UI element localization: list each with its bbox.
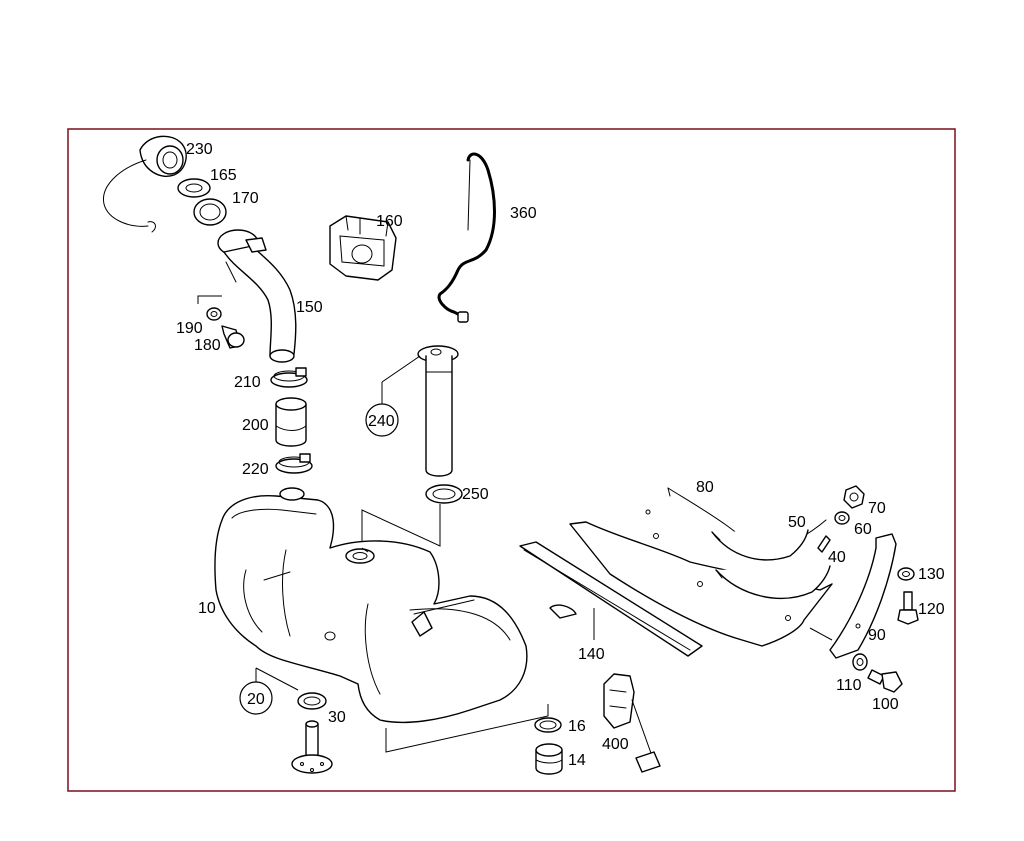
label-360: 360 xyxy=(510,205,537,222)
fuel-cap-230[interactable] xyxy=(103,135,187,233)
fitting-40[interactable] xyxy=(817,535,831,553)
label-16: 16 xyxy=(568,718,586,735)
ring-170[interactable] xyxy=(193,198,227,226)
plug-14[interactable] xyxy=(535,743,563,775)
bubble-240 xyxy=(365,403,399,437)
leader-80 xyxy=(809,627,833,641)
label-170: 170 xyxy=(232,190,259,207)
label-140: 140 xyxy=(578,646,605,663)
washer-110[interactable] xyxy=(852,653,868,671)
strap-140[interactable] xyxy=(519,541,703,657)
diagram-frame xyxy=(67,128,956,792)
hose-clamp-220[interactable] xyxy=(275,453,313,474)
washer-130[interactable] xyxy=(897,567,915,581)
label-70: 70 xyxy=(868,500,886,517)
seal-30[interactable] xyxy=(297,692,327,710)
bracket-160[interactable] xyxy=(329,215,397,281)
label-180: 180 xyxy=(194,337,221,354)
label-160: 160 xyxy=(376,213,403,230)
fuel-sender-240[interactable] xyxy=(417,345,459,477)
label-60: 60 xyxy=(854,521,872,538)
label-230: 230 xyxy=(186,141,213,158)
label-130: 130 xyxy=(918,566,945,583)
label-400: 400 xyxy=(602,736,629,753)
label-220: 220 xyxy=(242,461,269,478)
leader-tank-hole xyxy=(361,547,369,553)
bracket-50[interactable] xyxy=(711,529,831,599)
label-50: 50 xyxy=(788,514,806,531)
fuel-line-360[interactable] xyxy=(437,152,496,323)
seal-165[interactable] xyxy=(177,178,211,198)
bolt-100[interactable] xyxy=(867,669,903,693)
leader-250 xyxy=(361,504,441,548)
bubble-20 xyxy=(239,681,273,715)
label-210: 210 xyxy=(234,374,261,391)
label-190: 190 xyxy=(176,320,203,337)
leader-190 xyxy=(197,295,222,304)
seal-16[interactable] xyxy=(534,717,562,733)
label-200: 200 xyxy=(242,417,269,434)
label-30: 30 xyxy=(328,709,346,726)
label-150: 150 xyxy=(296,299,323,316)
washer-190[interactable] xyxy=(206,307,222,321)
label-80: 80 xyxy=(696,479,714,496)
label-240: 240 xyxy=(368,413,395,430)
label-250: 250 xyxy=(462,486,489,503)
label-110: 110 xyxy=(836,677,862,694)
leader-16 xyxy=(385,704,549,753)
filler-neck-150[interactable] xyxy=(217,229,297,363)
label-20: 20 xyxy=(247,691,265,708)
nut-70[interactable] xyxy=(843,485,865,509)
label-90: 90 xyxy=(868,627,886,644)
gasket-250[interactable] xyxy=(425,484,463,504)
sensor-400[interactable] xyxy=(603,673,661,773)
label-165: 165 xyxy=(210,167,237,184)
label-10: 10 xyxy=(198,600,216,617)
leader-20-top xyxy=(255,667,299,691)
label-120: 120 xyxy=(918,601,945,618)
drain-fitting-20[interactable] xyxy=(291,720,333,774)
bolt-120[interactable] xyxy=(897,591,919,625)
heat-shield-80[interactable] xyxy=(569,487,833,647)
label-40: 40 xyxy=(828,549,846,566)
label-14: 14 xyxy=(568,752,586,769)
label-100: 100 xyxy=(872,696,899,713)
strap-90[interactable] xyxy=(829,533,897,659)
hose-200[interactable] xyxy=(275,397,307,447)
fuel-tank-10[interactable] xyxy=(214,487,528,724)
bolt-180[interactable] xyxy=(221,325,245,349)
hose-clamp-210[interactable] xyxy=(270,367,308,388)
leader-240-top xyxy=(381,355,421,383)
washer-60[interactable] xyxy=(834,511,850,525)
